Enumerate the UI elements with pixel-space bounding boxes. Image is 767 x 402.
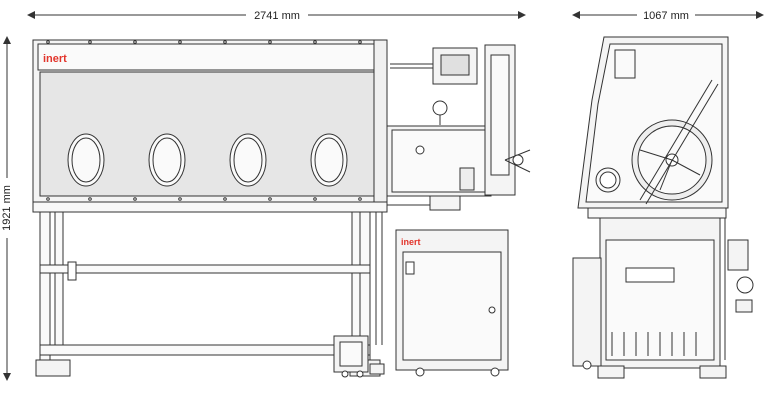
brand-logo-cabinet: inert	[401, 237, 421, 247]
stand-crossbar	[39, 264, 371, 274]
pressure-gauge	[432, 100, 448, 116]
antechamber-assembly	[375, 44, 531, 345]
dimension-label-height: 1921 mm	[1, 185, 13, 231]
dimension-width-side: 1067 mm	[572, 6, 764, 22]
dimension-label-width-front: 2741 mm	[254, 10, 300, 22]
brand-logo-front: inert	[43, 53, 67, 65]
bolts-top	[46, 40, 362, 201]
front-view	[32, 39, 388, 377]
glove-ports	[67, 133, 348, 187]
dimension-height: 1921 mm	[0, 36, 14, 381]
dimension-width-front: 2741 mm	[27, 6, 526, 22]
foot-left	[35, 359, 71, 377]
dimension-label-width-side: 1067 mm	[643, 10, 689, 22]
vacuum-pump	[333, 335, 385, 378]
stand-leg-left	[39, 211, 51, 363]
side-view	[572, 36, 754, 379]
control-screen	[440, 54, 470, 76]
purifier-cabinet	[395, 229, 509, 377]
